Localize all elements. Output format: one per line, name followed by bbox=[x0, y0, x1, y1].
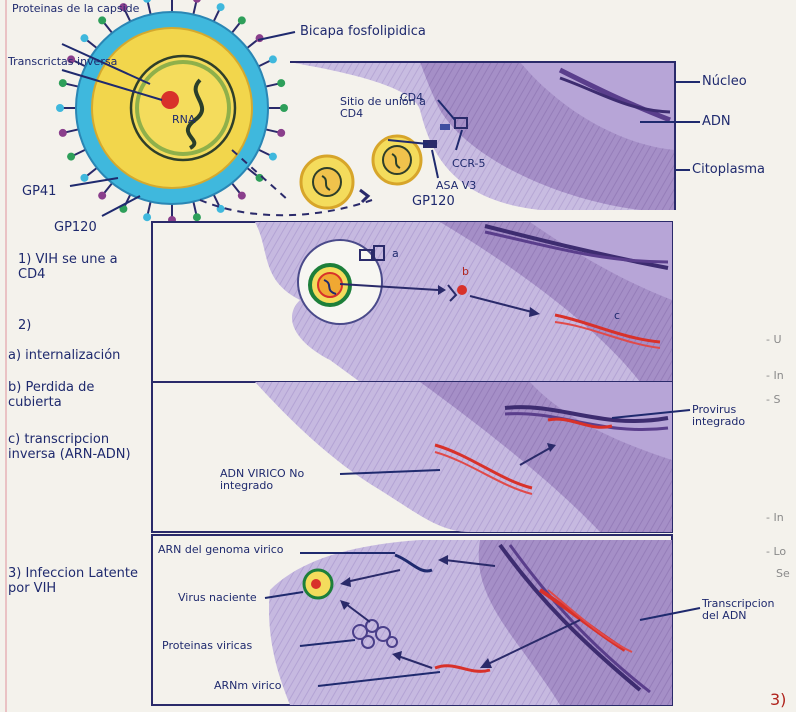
viral-capsid bbox=[131, 56, 235, 160]
margin-note-2: - In bbox=[766, 370, 784, 382]
label-genomic-rna: ARN del genoma virico bbox=[158, 544, 298, 556]
step-2b-label: b) Perdida de cubierta bbox=[8, 380, 138, 410]
spike-head bbox=[238, 192, 246, 200]
label-dna-transcription: Transcripcion del ADN bbox=[702, 598, 792, 622]
step-1-label: 1) VIH se une a CD4 bbox=[18, 252, 138, 282]
step-3-label: 3) Infeccion Latente por VIH bbox=[8, 566, 148, 596]
spike-head bbox=[217, 3, 225, 11]
label-asa-v3: ASA V3 bbox=[436, 180, 476, 192]
label-viral-mrna: ARNm virico bbox=[214, 680, 282, 692]
label-bilayer: Bicapa fosfolipidica bbox=[300, 24, 426, 39]
label-b: b bbox=[462, 266, 469, 278]
margin-note-4: - In bbox=[766, 512, 784, 524]
panel-3 bbox=[152, 382, 672, 532]
label-ccr5: CCR-5 bbox=[452, 158, 486, 170]
spike-head bbox=[269, 153, 277, 161]
label-provirus: Provirus integrado bbox=[692, 404, 782, 428]
spike-head bbox=[98, 192, 106, 200]
label-gp41: GP41 bbox=[22, 184, 56, 199]
spike-head bbox=[193, 0, 201, 3]
spike-head bbox=[280, 104, 288, 112]
spike-head bbox=[277, 129, 285, 137]
label-gp120: GP120 bbox=[54, 220, 97, 235]
spike-head bbox=[193, 213, 201, 221]
label-viral-proteins: Proteinas viricas bbox=[162, 640, 252, 652]
step-2-label: 2) bbox=[18, 318, 31, 333]
margin-note-3: - S bbox=[766, 394, 780, 406]
margin-note-6: Se bbox=[776, 568, 790, 580]
spike-head bbox=[56, 104, 64, 112]
spike-head bbox=[67, 153, 75, 161]
label-non-integrated-dna: ADN VIRICO No integrado bbox=[220, 468, 340, 492]
label-reverse-transcriptase: Transcrictas inversa bbox=[8, 56, 117, 68]
label-c: c bbox=[614, 310, 620, 322]
step-2c-label: c) transcripcion inversa (ARN-ADN) bbox=[8, 432, 148, 462]
margin-note-5: - Lo bbox=[766, 546, 786, 558]
label-dna: ADN bbox=[702, 114, 731, 129]
spike-head bbox=[80, 174, 88, 182]
spike-head bbox=[59, 79, 67, 87]
label-cytoplasm: Citoplasma bbox=[692, 162, 765, 177]
label-rna: RNA bbox=[172, 114, 195, 126]
hiv-virion bbox=[56, 0, 288, 224]
spike-head bbox=[143, 0, 151, 3]
label-cd4: CD4 bbox=[400, 92, 423, 104]
spike-head bbox=[238, 16, 246, 24]
spike-head bbox=[98, 16, 106, 24]
dashed-connector-2 bbox=[200, 200, 372, 215]
label-nucleus: Núcleo bbox=[702, 74, 747, 89]
spike-head bbox=[143, 213, 151, 221]
label-capsid-proteins: Proteinas de la capside bbox=[12, 3, 122, 15]
spike-head bbox=[269, 55, 277, 63]
reverse-transcriptase-dot bbox=[161, 91, 179, 109]
spike-head bbox=[277, 79, 285, 87]
margin-note-1: - U bbox=[766, 334, 782, 346]
step-2a-label: a) internalización bbox=[8, 348, 120, 363]
label-a: a bbox=[392, 248, 399, 260]
panel-2 bbox=[152, 222, 672, 382]
corner-number: 3) bbox=[770, 692, 786, 707]
label-gp120-binding: GP120 bbox=[412, 194, 455, 209]
spike-head bbox=[80, 34, 88, 42]
label-nascent-virus: Virus naciente bbox=[178, 592, 266, 604]
spike-head bbox=[59, 129, 67, 137]
